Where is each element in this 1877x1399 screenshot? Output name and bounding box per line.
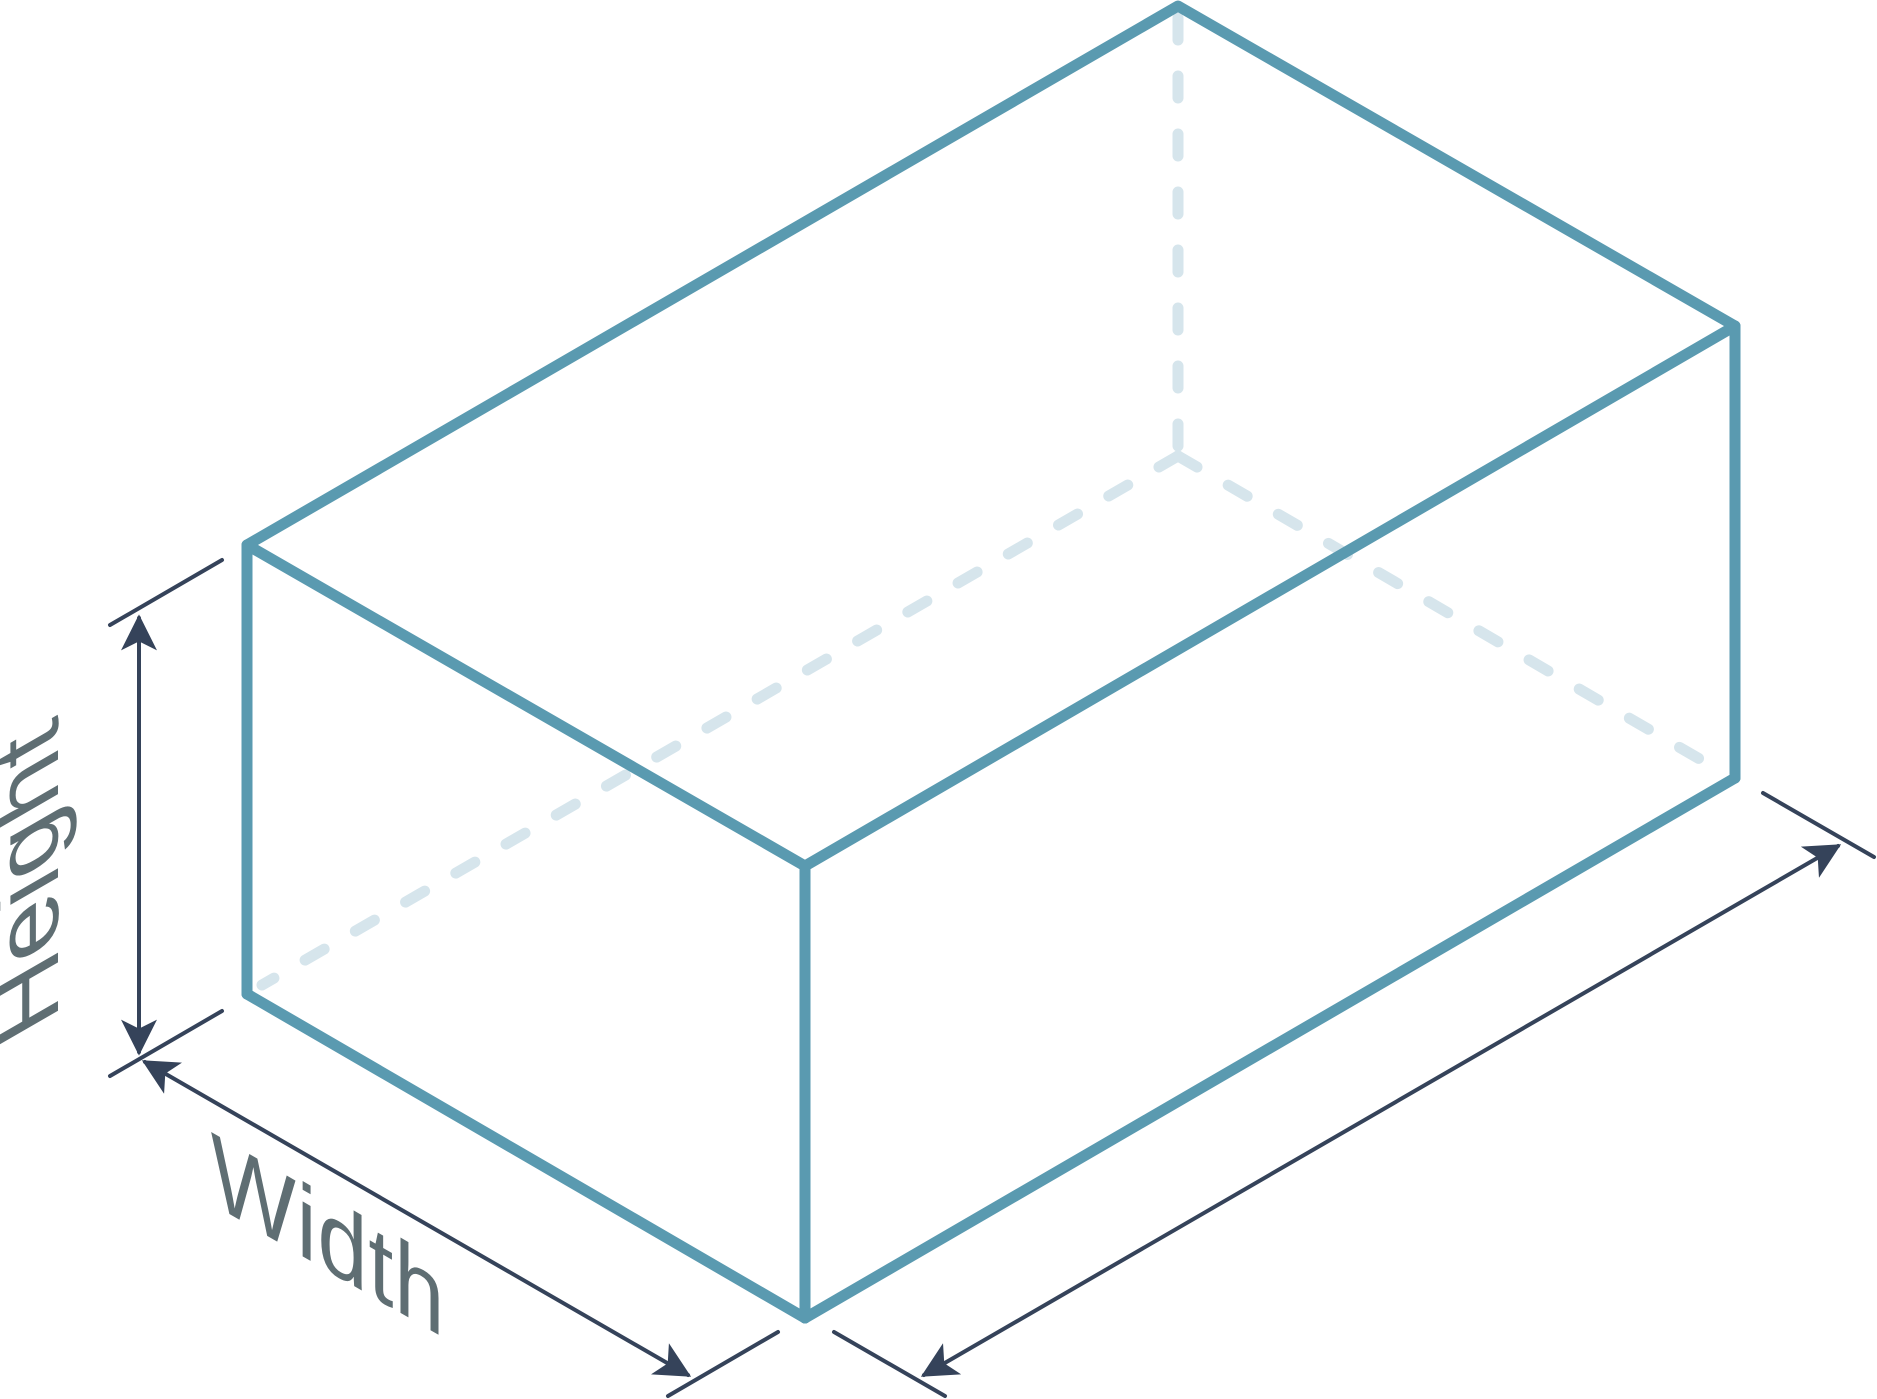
box-visible-edges	[241, 0, 1741, 1324]
hidden-edge-left	[256, 450, 1184, 991]
width-extension-right	[666, 1330, 780, 1398]
depth-extension-left	[832, 1330, 947, 1398]
box-top-face	[241, 0, 1741, 872]
width-label: Width	[211, 1110, 446, 1361]
dimension-labels: Height Width	[0, 701, 445, 1362]
depth-dimension-arrow	[920, 844, 1842, 1377]
height-extension-bottom	[108, 1009, 224, 1078]
depth-extension-right	[1761, 791, 1876, 859]
width-dimension-arrow	[141, 1060, 692, 1377]
height-extension-top	[108, 558, 224, 627]
hidden-edge-right	[1172, 450, 1728, 778]
hidden-edges	[256, 12, 1728, 991]
height-label: Height	[0, 701, 78, 1066]
dimension-lines	[108, 558, 1876, 1398]
box-bottom-right-edge	[799, 772, 1741, 1324]
